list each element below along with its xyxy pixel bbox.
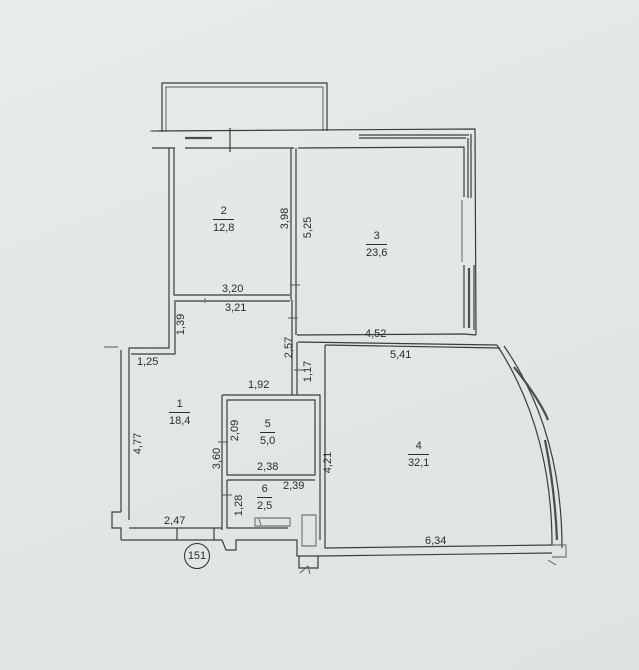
dim-room1-notch: 1,39: [175, 313, 188, 336]
balcony: [161, 82, 328, 132]
dim-room4-left: 4,21: [322, 451, 335, 474]
room-6-label: 6 2,5: [257, 483, 273, 512]
room-area: 32,1: [408, 456, 430, 469]
dim-room2-right: 3,98: [279, 207, 292, 230]
dim-room1-right: 3,60: [211, 447, 224, 470]
room-2-label: 2 12,8: [213, 205, 235, 234]
dim-room3-bottom: 4,52: [365, 328, 387, 340]
outer-walls: [111, 128, 567, 569]
room-area: 18,4: [169, 414, 191, 427]
dim-room1-top-left: 1,25: [137, 356, 159, 368]
dim-room1-top: 3,21: [225, 302, 247, 314]
dimension-ticks: [104, 130, 557, 575]
room-area: 12,8: [213, 221, 235, 234]
room-number: 4: [408, 440, 430, 455]
dim-room6-top: 2,39: [283, 480, 305, 492]
room-number: 2: [213, 205, 235, 220]
apartment-number-marker: 151: [184, 543, 210, 569]
dim-room2-bottom: 3,20: [222, 283, 244, 295]
dim-room4-bottom: 6,34: [425, 535, 447, 547]
room-number: 6: [257, 483, 273, 498]
dim-room3-left: 5,25: [302, 216, 315, 239]
dim-room4-left-short: 1,17: [302, 360, 315, 383]
room-number: 1: [169, 398, 191, 413]
room-area: 2,5: [257, 499, 273, 512]
room-5-label: 5 5,0: [260, 418, 276, 447]
room-number: 3: [366, 230, 388, 245]
dim-corridor-left: 2,57: [283, 336, 296, 359]
dim-room5-top: 1,92: [248, 379, 270, 391]
dim-room6-left: 1,28: [233, 494, 246, 517]
dim-room5-left: 2,09: [229, 419, 242, 442]
room-number: 5: [260, 418, 276, 433]
room-area: 23,6: [366, 246, 388, 259]
room-4-label: 4 32,1: [408, 440, 430, 469]
dim-room1-bottom: 2,47: [164, 515, 186, 527]
room-1-label: 1 18,4: [169, 398, 191, 427]
dim-room4-top: 5,41: [390, 349, 412, 361]
dim-room1-left: 4,77: [132, 432, 145, 455]
room-area: 5,0: [260, 434, 276, 447]
room-3-label: 3 23,6: [366, 230, 388, 259]
dim-room5-bottom: 2,38: [257, 461, 279, 473]
